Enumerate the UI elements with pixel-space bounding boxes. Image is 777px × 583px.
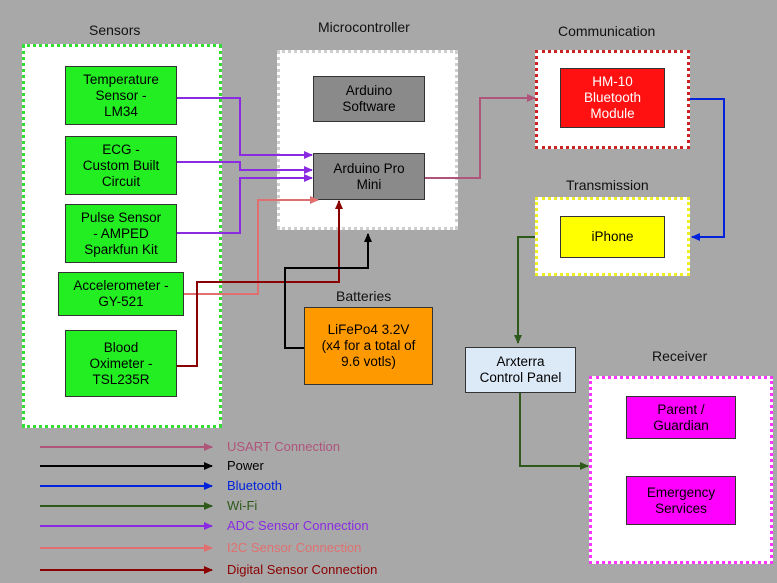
legend-label-digital: Digital Sensor Connection [227,562,378,577]
wifi-wire-arxterra-receiver [519,393,589,470]
sensors-title: Sensors [89,22,141,38]
emergency-services-node: Emergency Services [626,476,736,525]
ecg-node: ECG - Custom Built Circuit [65,136,177,195]
adc-wire-pulse [177,174,313,234]
legend-label-usart: USART Connection [227,439,340,454]
accelerometer-node: Accelerometer - GY-521 [58,272,184,316]
transmission-title: Transmission [566,177,649,193]
battery-node: LiFePo4 3.2V (x4 for a total of 9.6 votl… [304,307,433,385]
bluetooth-wire-hm10-iphone [690,98,725,241]
power-wire-battery [284,233,372,349]
wifi-wire-iphone-arxterra [514,236,535,344]
arduino-software-node: Arduino Software [313,76,425,122]
legend-label-bluetooth: Bluetooth [227,478,282,493]
parent-guardian-node: Parent / Guardian [626,396,736,439]
iphone-node: iPhone [560,216,665,258]
adc-wire-temperature [177,97,313,159]
adc-wire-ecg [177,161,313,174]
communication-title: Communication [558,23,656,39]
pulse-sensor-node: Pulse Sensor - AMPED Sparkfun Kit [65,204,177,263]
legend-label-wifi: Wi-Fi [227,498,258,513]
hm10-bluetooth-node: HM-10 Bluetooth Module [560,68,665,128]
legend-label-i2c: I2C Sensor Connection [227,540,362,555]
microcontroller-title: Microcontroller [318,19,410,35]
receiver-title: Receiver [652,348,708,364]
i2c-wire-accelerometer [184,196,319,295]
temperature-sensor-node: Temperature Sensor - LM34 [65,66,177,125]
batteries-title: Batteries [336,288,392,304]
legend-label-power: Power [227,458,264,473]
legend-label-adc: ADC Sensor Connection [227,518,369,533]
arxterra-control-panel-node: Arxterra Control Panel [465,347,576,393]
arduino-pro-mini-node: Arduino Pro Mini [313,153,425,200]
usart-wire-arduino-hm10 [425,94,536,179]
blood-oximeter-node: Blood Oximeter - TSL235R [65,330,177,397]
digital-wire-oximeter [177,200,343,367]
